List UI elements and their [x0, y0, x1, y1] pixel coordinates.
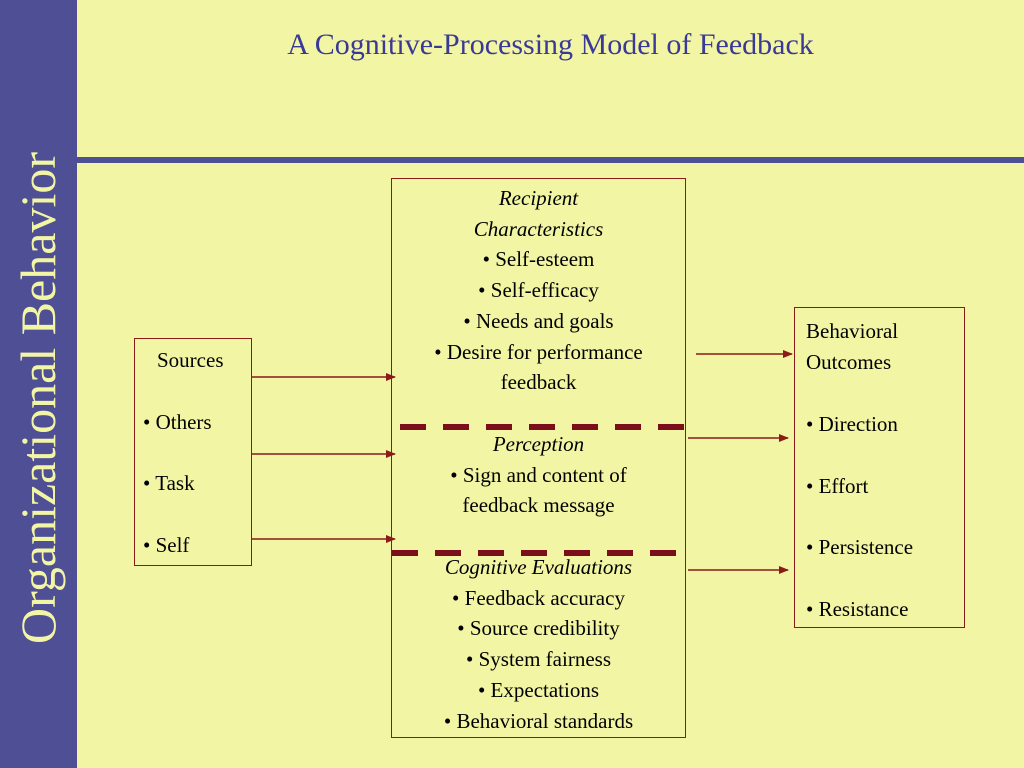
sources-box: Sources • Others • Task • Self — [134, 338, 252, 566]
recipient-item: • Needs and goals — [463, 308, 614, 333]
recipient-item: • Self-efficacy — [478, 278, 599, 303]
perception-item: feedback message — [462, 493, 615, 518]
title-divider — [77, 157, 1024, 163]
sidebar-band: Organizational Behavior — [0, 0, 77, 768]
recipient-title-line2: Characteristics — [473, 216, 604, 241]
recipient-characteristics-section: Recipient Characteristics • Self-esteem … — [392, 183, 685, 398]
perception-section: Perception • Sign and content of feedbac… — [392, 429, 685, 521]
behavioral-outcomes-box: Behavioral Outcomes • Direction • Effort… — [794, 307, 965, 628]
page-title: A Cognitive-Processing Model of Feedback — [287, 28, 814, 61]
evaluation-item: • Expectations — [477, 677, 600, 702]
center-box: Recipient Characteristics • Self-esteem … — [391, 178, 686, 738]
outcomes-title-line2: Outcomes — [806, 350, 892, 374]
sources-title: Sources — [157, 348, 224, 372]
perception-title: Perception — [492, 432, 585, 456]
source-item-self: • Self — [143, 533, 190, 558]
perception-item: • Sign and content of — [450, 462, 627, 487]
recipient-title-line1: Recipient — [498, 186, 579, 210]
recipient-item: • Desire for performance — [434, 339, 643, 364]
evaluations-title: Cognitive Evaluations — [444, 555, 633, 579]
outcome-item-effort: • Effort — [806, 473, 869, 498]
evaluation-item: • Behavioral standards — [443, 708, 634, 733]
recipient-item: feedback — [500, 370, 577, 395]
recipient-item: • Self-esteem — [482, 247, 595, 272]
outcome-item-resistance: • Resistance — [806, 597, 909, 622]
cognitive-evaluations-section: Cognitive Evaluations • Feedback accurac… — [392, 552, 685, 736]
evaluation-item: • System fairness — [465, 647, 611, 672]
outcome-item-direction: • Direction — [806, 412, 898, 436]
evaluation-item: • Source credibility — [457, 616, 620, 641]
outcome-item-persistence: • Persistence — [806, 535, 914, 560]
outcomes-title-line1: Behavioral — [806, 319, 899, 343]
source-item-task: • Task — [143, 471, 195, 496]
evaluation-item: • Feedback accuracy — [452, 585, 625, 610]
source-item-others: • Others — [143, 409, 212, 434]
